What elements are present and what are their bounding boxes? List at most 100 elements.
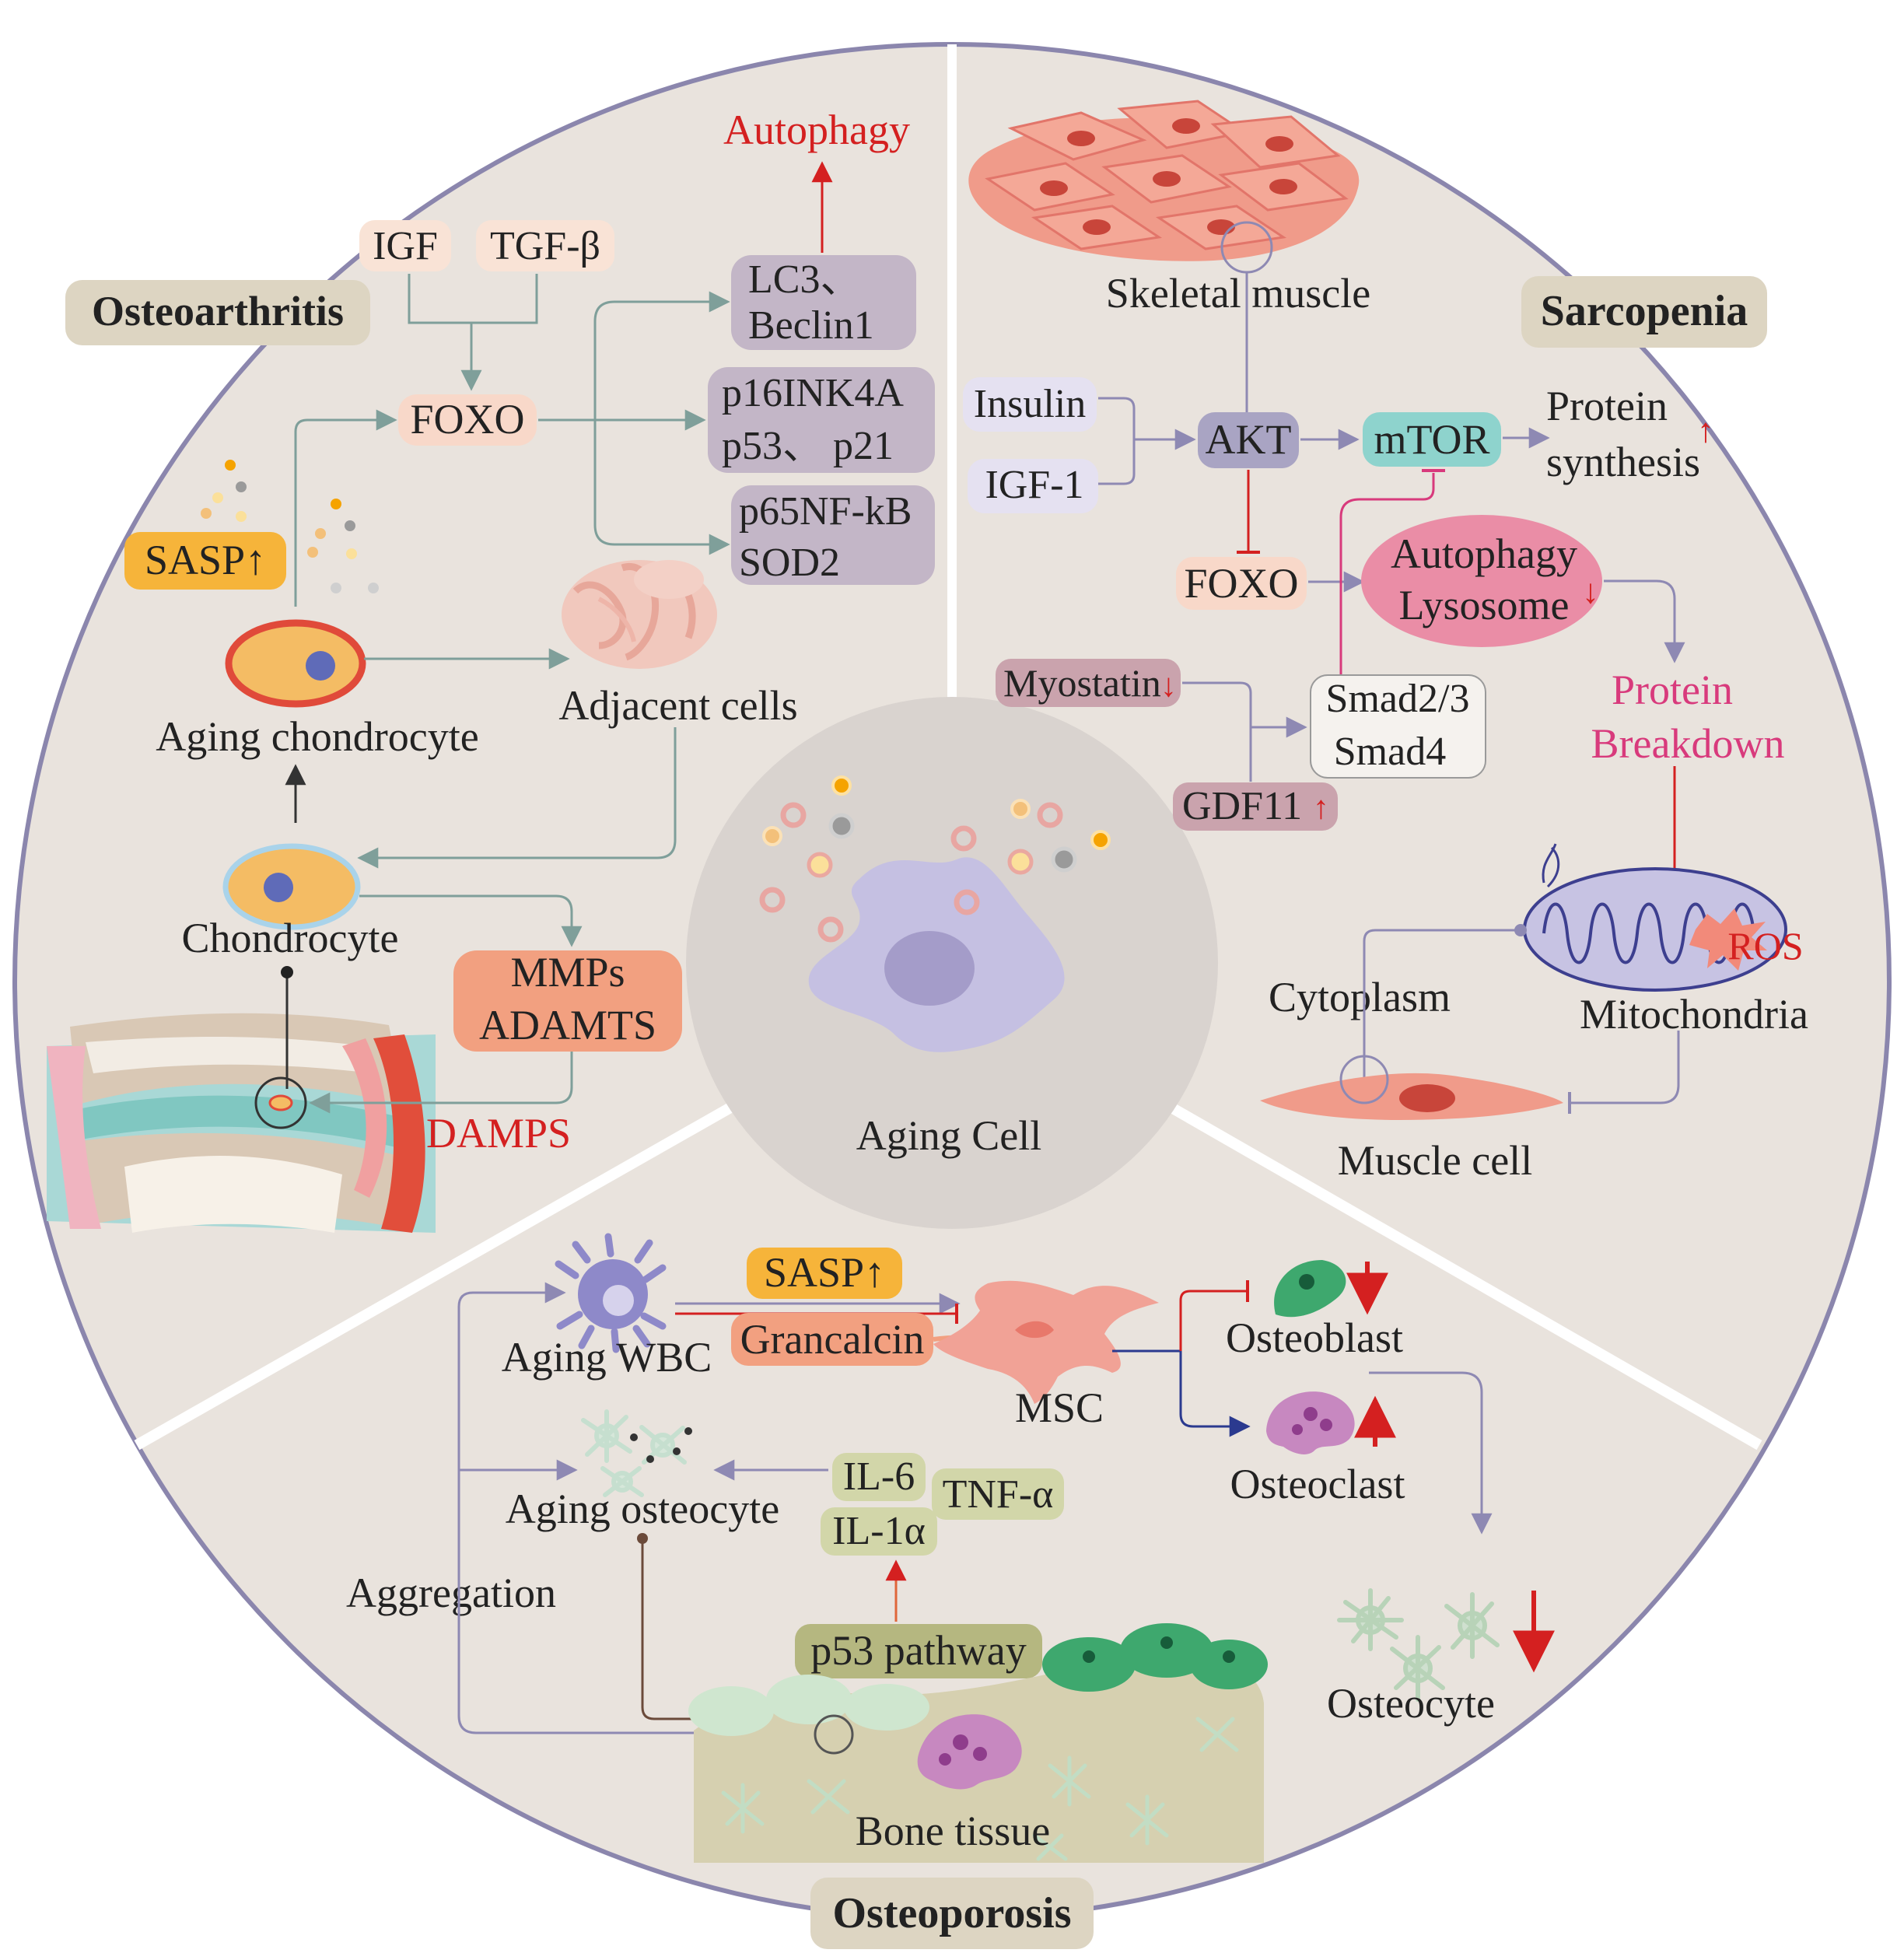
osteoblast-label: Osteoblast [1226,1314,1403,1361]
mtor-label: mTOR [1374,416,1489,463]
protein-synthesis-line2: synthesis [1546,439,1700,485]
sarcopenia-title-badge [1521,276,1767,348]
p53-pathway-label: p53 pathway [810,1627,1026,1674]
msc-illustration [933,1280,1159,1404]
grancalcin-label: Grancalcin [740,1316,925,1363]
lc3-box [731,255,916,350]
muscle-cell-label: Muscle cell [1338,1137,1532,1184]
il6-box [832,1453,926,1501]
skeletal-muscle-illustration [968,100,1360,274]
mtor-box [1363,412,1501,467]
sasp-label-op: SASP↑ [764,1249,885,1296]
smad-line2: Smad4 [1334,730,1446,774]
sasp-box-oa [124,532,286,590]
damps-label: DAMPS [426,1110,571,1157]
protein-breakdown-line1: Protein [1612,667,1733,713]
p65-line1: p65NF-kB [739,489,912,534]
osteoarthritis-title-badge [65,280,370,345]
il6-label: IL-6 [843,1454,915,1499]
aging-cell-nucleus [884,931,975,1006]
smad-line1: Smad2/3 [1326,677,1470,721]
myostatin-down-arrow: ↓ [1160,668,1177,704]
aging-osteocyte-label: Aging osteocyte [506,1486,779,1532]
aging-osteocyte-dots [630,1427,692,1463]
p65-line2: SOD2 [739,541,840,585]
foxo-box-sarco [1176,557,1307,610]
protein-synthesis-line1: Protein [1546,383,1668,429]
skeletal-muscle-label: Skeletal muscle [1106,270,1370,317]
bone-tissue-label: Bone tissue [856,1808,1051,1854]
p65-box [731,485,935,585]
akt-box [1198,412,1299,468]
osteoporosis-section: Osteoporosis Aging WBC SASP↑ Grancalcin … [346,1233,1555,1949]
sarcopenia-section: Sarcopenia Skeletal muscle In [963,100,1808,1184]
aging-wbc-illustration [555,1233,667,1353]
aging-chondrocyte-label: Aging chondrocyte [156,713,478,760]
foxo-label-sarco: FOXO [1184,560,1298,607]
osteocyte-illustration [1337,1588,1500,1702]
igf-box [359,220,451,271]
insulin-label: Insulin [974,382,1086,426]
autophagy-lysosome-ellipse [1361,515,1602,647]
msc-label: MSC [1015,1384,1104,1431]
p16-line1: p16INK4A [722,371,904,415]
autophagy-line2-sarco: Lysosome [1398,582,1569,628]
protein-synthesis-up-arrow: ↑ [1697,411,1714,450]
sasp-particles-oa [201,460,379,593]
aging-osteocyte-illustration [581,1409,687,1497]
p16-box [708,367,935,473]
akt-label: AKT [1206,416,1292,463]
protein-breakdown-line2: Breakdown [1591,720,1785,767]
il1a-label: IL-1α [832,1509,926,1553]
tgf-label: TGF-β [490,224,600,268]
osteoarthritis-title: Osteoarthritis [92,288,344,334]
myostatin-box [996,659,1181,707]
igf1-box [968,459,1098,513]
aging-wbc-label: Aging WBC [502,1334,712,1381]
adjacent-cells-illustration [562,560,717,669]
igf-label: IGF [373,224,438,268]
myostatin-label: Myostatin [1003,661,1161,705]
aging-cell-label: Aging Cell [856,1112,1042,1159]
igf1-label: IGF-1 [985,463,1083,507]
mitochondria-label: Mitochondria [1580,991,1808,1038]
osteoarthritis-section: Osteoarthritis IGF TGF-β FOXO Autophagy … [47,107,935,1233]
osteoporosis-title-badge [810,1878,1094,1949]
lc3-line2: Beclin1 [748,303,874,348]
muscle-cell-illustration [1260,1055,1563,1120]
il1a-box [821,1507,937,1556]
p16-line2: p53、 p21 [722,424,894,468]
gdf11-label: GDF11 [1182,784,1302,828]
insulin-box [963,377,1097,432]
sasp-box-op [747,1248,902,1299]
mmps-box [453,950,682,1052]
mitochondria-illustration [1514,843,1787,992]
gdf11-up-arrow: ↑ [1313,790,1329,826]
sarcopenia-title: Sarcopenia [1541,287,1748,335]
ros-label: ROS [1727,924,1803,968]
bone-tissue-illustration [688,1623,1268,1863]
tgf-box [476,220,614,271]
sasp-label-oa: SASP↑ [145,537,266,583]
adjacent-cells-label: Adjacent cells [558,682,797,729]
tnf-label: TNF-α [943,1472,1054,1517]
osteoporosis-title: Osteoporosis [833,1889,1072,1937]
joint-illustration [47,1013,436,1233]
smad-box [1310,674,1486,779]
lc3-line1: LC3、 [748,257,860,302]
tnf-box [932,1468,1064,1520]
aging-cell-illustration [759,775,1111,1052]
osteoclast-illustration [1266,1391,1355,1454]
autophagy-line1-sarco: Autophagy [1391,530,1577,577]
foxo-label-oa: FOXO [410,396,524,443]
autophagy-label-oa: Autophagy [723,107,910,153]
p53-pathway-box [795,1624,1042,1678]
osteocyte-label: Osteocyte [1327,1680,1495,1727]
osteoclast-label: Osteoclast [1230,1461,1405,1507]
gdf11-box [1173,782,1338,831]
aggregation-label: Aggregation [346,1570,556,1616]
autophagy-down-arrow: ↓ [1582,572,1599,611]
foxo-box-oa [398,394,537,446]
